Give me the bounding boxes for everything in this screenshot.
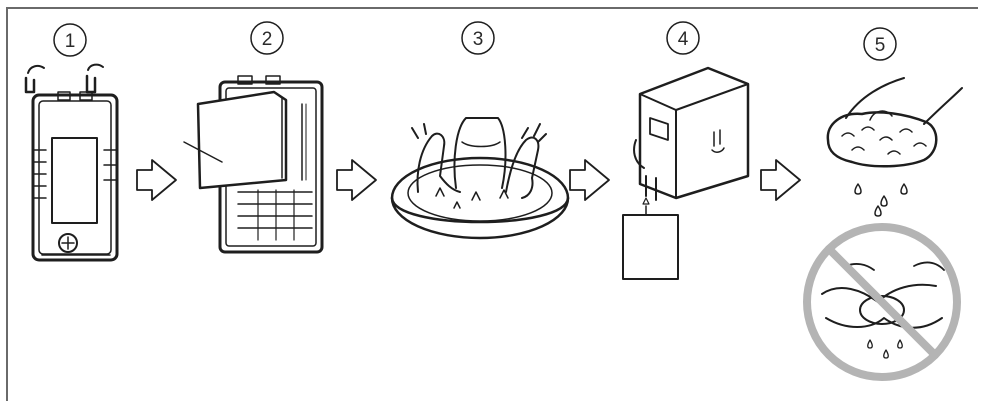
step-number-4: 4: [666, 21, 700, 55]
arrow-right-icon: [760, 159, 801, 201]
step-number-5: 5: [863, 27, 897, 61]
diagram-frame: [6, 7, 978, 401]
step-number-2: 2: [250, 21, 284, 55]
no-wringing-prohibition-icon: [803, 223, 961, 381]
arrow-right-icon: [336, 159, 377, 201]
step-number-4-label: 4: [678, 29, 689, 50]
step-number-5-label: 5: [875, 35, 886, 56]
open-filter-cover-icon: [183, 75, 324, 254]
arrow-right-icon: [136, 159, 177, 201]
step-number-3-label: 3: [473, 29, 484, 50]
wash-in-basin-icon: [390, 117, 570, 240]
step-number-1-label: 1: [65, 31, 76, 52]
filter-box-icon: [622, 66, 750, 280]
squeeze-gently-icon: [826, 77, 963, 217]
step-number-2-label: 2: [262, 29, 273, 50]
arrow-right-icon: [569, 159, 610, 201]
remove-filter-icon: [24, 63, 119, 262]
step-number-1: 1: [53, 23, 87, 57]
step-number-3: 3: [461, 21, 495, 55]
